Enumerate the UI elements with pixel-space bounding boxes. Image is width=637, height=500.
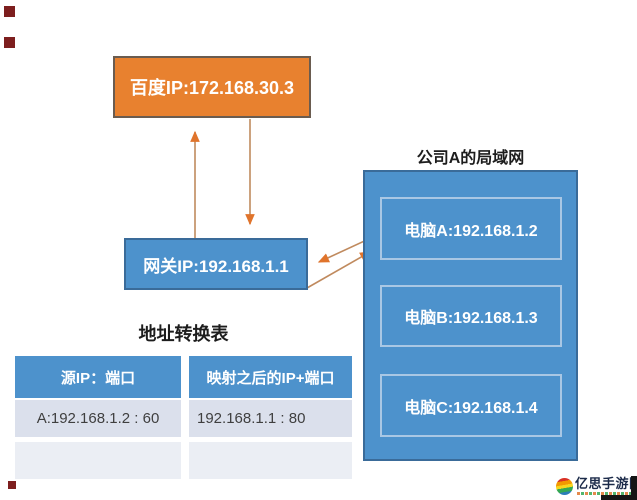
- nat-table-header-source: 源IP：端口: [15, 356, 181, 398]
- corner-mark-bottom: [8, 481, 16, 489]
- gateway-node-label: 网关IP:192.168.1.1: [143, 256, 289, 276]
- corner-mark-top-2: [4, 37, 15, 48]
- site-watermark: 亿思手游网: [556, 477, 637, 498]
- internet-node-label: 百度IP:172.168.30.3: [129, 78, 295, 98]
- computer-b-label: 电脑B:192.168.1.3: [404, 310, 538, 327]
- internet-node-baidu: 百度IP:172.168.30.3: [113, 56, 311, 118]
- watermark-subtext-strip: [577, 492, 635, 495]
- computer-a-label: 电脑A:192.168.1.2: [404, 222, 538, 240]
- watermark-text-wrap: 亿思手游网: [575, 477, 637, 495]
- nat-table-cell-r1c2: 192.168.1.1 : 80: [189, 400, 352, 437]
- corner-mark-top-1: [4, 6, 15, 17]
- gateway-node: 网关IP:192.168.1.1: [124, 238, 308, 290]
- watermark-text: 亿思手游网: [575, 476, 637, 491]
- edge-artifact-bottom: [601, 495, 637, 500]
- lan-container: 电脑A:192.168.1.2 电脑B:192.168.1.3 电脑C:192.…: [363, 170, 578, 461]
- watermark-logo-icon: [556, 478, 573, 495]
- computer-c-node: 电脑C:192.168.1.4: [380, 374, 562, 437]
- edge-artifact-right: [631, 476, 637, 500]
- computer-b-node: 电脑B:192.168.1.3: [380, 285, 562, 347]
- nat-table-cell-r1c1: A:192.168.1.2 : 60: [15, 400, 181, 437]
- nat-table-header-mapped: 映射之后的IP+端口: [189, 356, 352, 398]
- nat-table-cell-r2c1: [15, 442, 181, 479]
- computer-a-node: 电脑A:192.168.1.2: [380, 197, 562, 260]
- arrow-gateway-to-computerA: [306, 251, 372, 289]
- nat-table-title: 地址转换表: [138, 324, 229, 344]
- nat-table-cell-r2c2: [189, 442, 352, 479]
- lan-title: 公司A的局域网: [416, 150, 525, 167]
- computer-c-label: 电脑C:192.168.1.4: [404, 399, 538, 417]
